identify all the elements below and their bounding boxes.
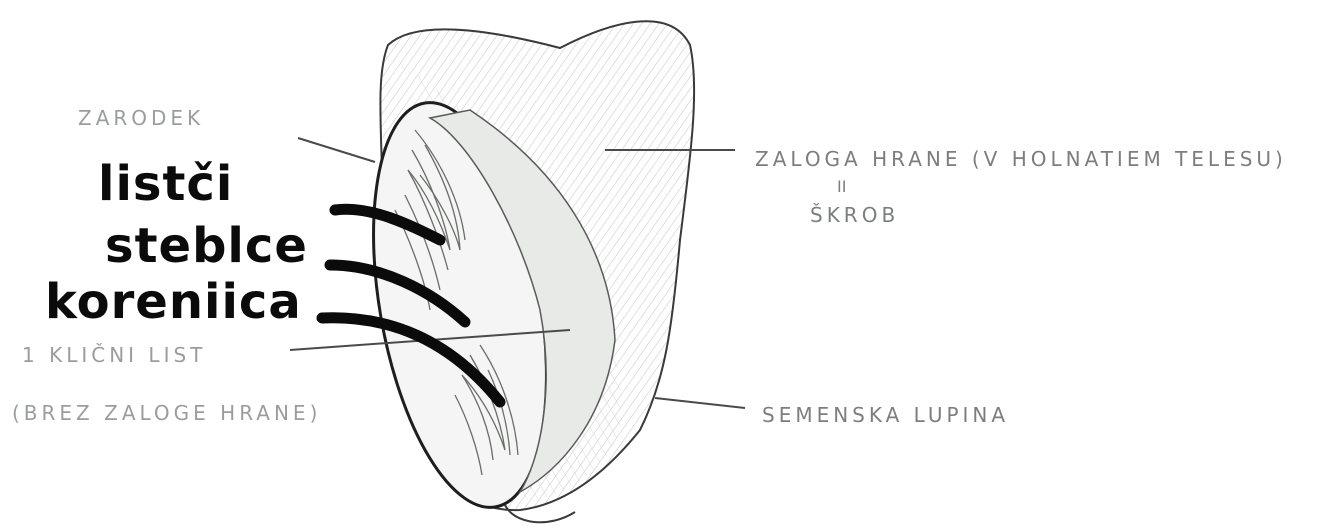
leader-semenska-lupina <box>655 398 745 408</box>
label-zarodek: ZARODEK <box>78 106 204 130</box>
handwritten-koreniica: koreniica <box>45 274 302 330</box>
label-semenska-lupina: SEMENSKA LUPINA <box>762 403 1009 427</box>
handwritten-steblce: steblce <box>105 218 308 274</box>
label-equals-mark: II <box>837 177 846 196</box>
label-brez-zaloge: (BREZ ZALOGE HRANE) <box>12 401 321 425</box>
label-klicni-list: 1 KLIČNI LIST <box>22 343 206 367</box>
label-zaloga-hrane: ZALOGA HRANE (V HOLNATIEM TELESU) <box>755 147 1287 171</box>
leader-zarodek <box>298 138 375 162</box>
handwritten-listici: listči <box>98 156 233 212</box>
label-skrob: ŠKROB <box>810 203 899 227</box>
